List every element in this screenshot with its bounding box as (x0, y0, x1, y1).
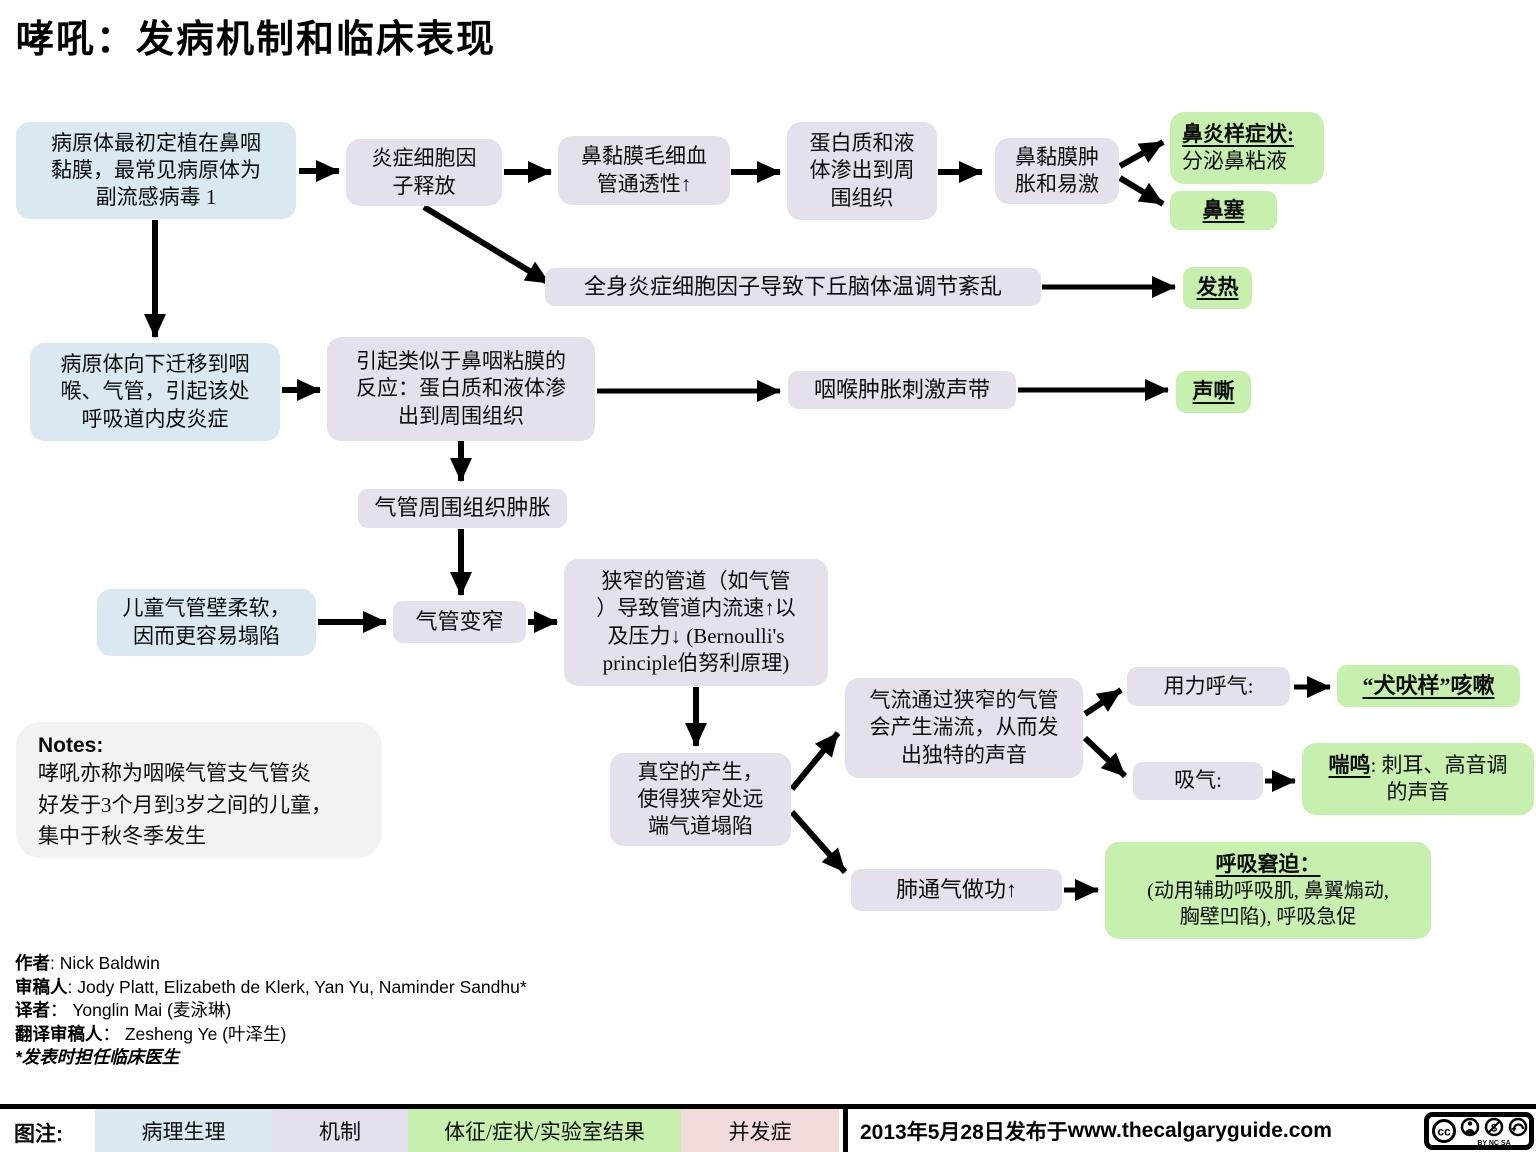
credit-label: 作者 (15, 953, 50, 973)
node-forced-expiration: 用力呼气: (1127, 667, 1290, 706)
credits: 作者: Nick Baldwin 审稿人: Jody Platt, Elizab… (15, 952, 527, 1070)
node-hoarseness: 声嘶 (1176, 371, 1251, 413)
legend-top-divider (0, 1104, 1536, 1109)
cc-sa-icon (1508, 1117, 1528, 1137)
node-nasal-congestion: 鼻塞 (1170, 191, 1277, 230)
node-cytokine-release: 炎症细胞因 子释放 (346, 139, 502, 206)
node-rhinitis-symptoms: 鼻炎样症状: 分泌鼻粘液 (1170, 112, 1324, 184)
rhinitis-title: 鼻炎样症状: (1182, 121, 1294, 146)
credit-label: 审稿人 (15, 976, 68, 997)
node-soft-tracheal-wall: 儿童气管壁柔软， 因而更容易塌陷 (97, 589, 316, 656)
credit-text: : Jody Platt, Elizabeth de Klerk, Yan Yu… (67, 976, 527, 997)
flow-arrow (789, 810, 848, 874)
credit-label: 译者 (15, 1000, 50, 1020)
page-title: 哮吼：发病机制和临床表现 (16, 19, 497, 61)
node-similar-reaction: 引起类似于鼻咽粘膜的 反应：蛋白质和液体渗 出到周围组织 (327, 337, 595, 441)
flow-arrow (422, 204, 551, 286)
stridor-text: 喘鸣: 刺耳、高音调 的声音 (1328, 752, 1507, 807)
rhinitis-body: 分泌鼻粘液 (1182, 149, 1287, 173)
flow-arrow (1082, 735, 1128, 779)
node-fever: 发热 (1183, 267, 1252, 309)
stridor-title: 喘鸣 (1328, 752, 1371, 777)
node-bernoulli-principle: 狭窄的管道（如气管 ）导致管道内流速↑以 及压力↓ (Bernoulli's p… (564, 559, 828, 686)
site-url: www.thecalgaryguide.com (1067, 1118, 1332, 1142)
legend-item-mechanism: 机制 (272, 1109, 408, 1152)
svg-text:cc: cc (1437, 1125, 1451, 1139)
credit-line-author: 作者: Nick Baldwin (15, 952, 527, 976)
credit-text: ： Yonglin Mai (麦泳琳) (50, 1000, 232, 1020)
node-pathogen-migrate: 病原体向下迁移到咽 喉、气管，引起该处 呼吸道内皮炎症 (30, 343, 280, 441)
svg-text:$: $ (1491, 1123, 1497, 1135)
distress-body: (动用辅助呼吸肌, 鼻翼煽动, 胸壁凹陷), 呼吸急促 (1147, 880, 1389, 929)
node-ventilation-work: 肺通气做功↑ (851, 869, 1062, 911)
stridor-body: : 刺耳、高音调 的声音 (1370, 752, 1508, 804)
node-tracheal-narrowing: 气管变窄 (393, 601, 526, 643)
flow-arrow (1083, 687, 1123, 717)
legend-bar: 图注: 病理生理 机制 体征/症状/实验室结果 并发症 2013年5月28日发布… (0, 1104, 1536, 1152)
node-inspiration: 吸气: (1133, 762, 1263, 800)
publish-info: 2013年5月28日发布于 www.thecalgaryguide.com (860, 1109, 1332, 1152)
notes-body: 哮吼亦称为咽喉气管支气管炎 好发于3个月到3岁之间的儿童， 集中于秋冬季发生 (38, 761, 332, 848)
node-turbulent-airflow: 气流通过狭窄的气管 会产生湍流，从而发 出独特的声音 (845, 678, 1083, 778)
legend-item-signs-symptoms: 体征/症状/实验室结果 (408, 1109, 681, 1152)
legend-item-pathophysiology: 病理生理 (95, 1109, 272, 1152)
node-vocal-cord-irritation: 咽喉肿胀刺激声带 (788, 371, 1016, 409)
credit-line-translator: 译者： Yonglin Mai (麦泳琳) (15, 999, 527, 1023)
credit-text: : Nick Baldwin (50, 953, 160, 973)
cc-nc-icon: $ (1484, 1117, 1504, 1137)
node-stridor: 喘鸣: 刺耳、高音调 的声音 (1302, 743, 1534, 815)
flow-arrow (789, 731, 841, 791)
credit-line-reviewers: 审稿人: Jody Platt, Elizabeth de Klerk, Yan… (15, 976, 527, 1000)
notes-box: Notes: 哮吼亦称为咽喉气管支气管炎 好发于3个月到3岁之间的儿童， 集中于… (16, 722, 382, 858)
node-vacuum-collapse: 真空的产生， 使得狭窄处远 端气道塌陷 (610, 753, 791, 846)
node-pathogen-colonize: 病原体最初定植在鼻咽 黏膜，最常见病原体为 副流感病毒 1 (16, 122, 296, 219)
flow-arrow (1118, 175, 1165, 207)
node-protein-fluid-exude: 蛋白质和液 体渗出到周 围组织 (787, 122, 937, 220)
node-systemic-cytokine-hypothalamus: 全身炎症细胞因子导致下丘脑体温调节紊乱 (545, 268, 1041, 306)
flow-arrow (1118, 139, 1165, 169)
cc-label: BY NC SA (1477, 1140, 1510, 1147)
publish-date: 2013年5月28日发布于 (860, 1120, 1068, 1144)
notes-heading: Notes: (38, 734, 104, 757)
credit-footnote: *发表时担任临床医生 (15, 1047, 180, 1067)
legend-vertical-divider (843, 1104, 848, 1152)
cc-by-icon (1460, 1117, 1480, 1137)
node-peritracheal-swelling: 气管周围组织肿胀 (358, 489, 567, 528)
node-capillary-permeability: 鼻黏膜毛细血 管通透性↑ (558, 136, 730, 205)
node-nasal-mucosa-swelling: 鼻黏膜肿 胀和易激 (995, 138, 1119, 204)
cc-icon (1432, 1119, 1456, 1143)
distress-title: 呼吸窘迫： (1215, 851, 1321, 876)
credit-line-translation-reviewer: 翻译审稿人： Zesheng Ye (叶泽生) (15, 1023, 527, 1047)
cc-license-badge: cc $ BY NC SA (1424, 1112, 1534, 1152)
node-respiratory-distress: 呼吸窘迫： (动用辅助呼吸肌, 鼻翼煽动, 胸壁凹陷), 呼吸急促 (1105, 842, 1431, 939)
legend-label: 图注: (14, 1123, 63, 1146)
credit-label: 翻译审稿人 (15, 1023, 103, 1044)
legend-item-complications: 并发症 (681, 1109, 839, 1152)
node-barking-cough: “犬吠样”咳嗽 (1337, 665, 1520, 707)
credit-text: ： Zesheng Ye (叶泽生) (102, 1023, 287, 1044)
